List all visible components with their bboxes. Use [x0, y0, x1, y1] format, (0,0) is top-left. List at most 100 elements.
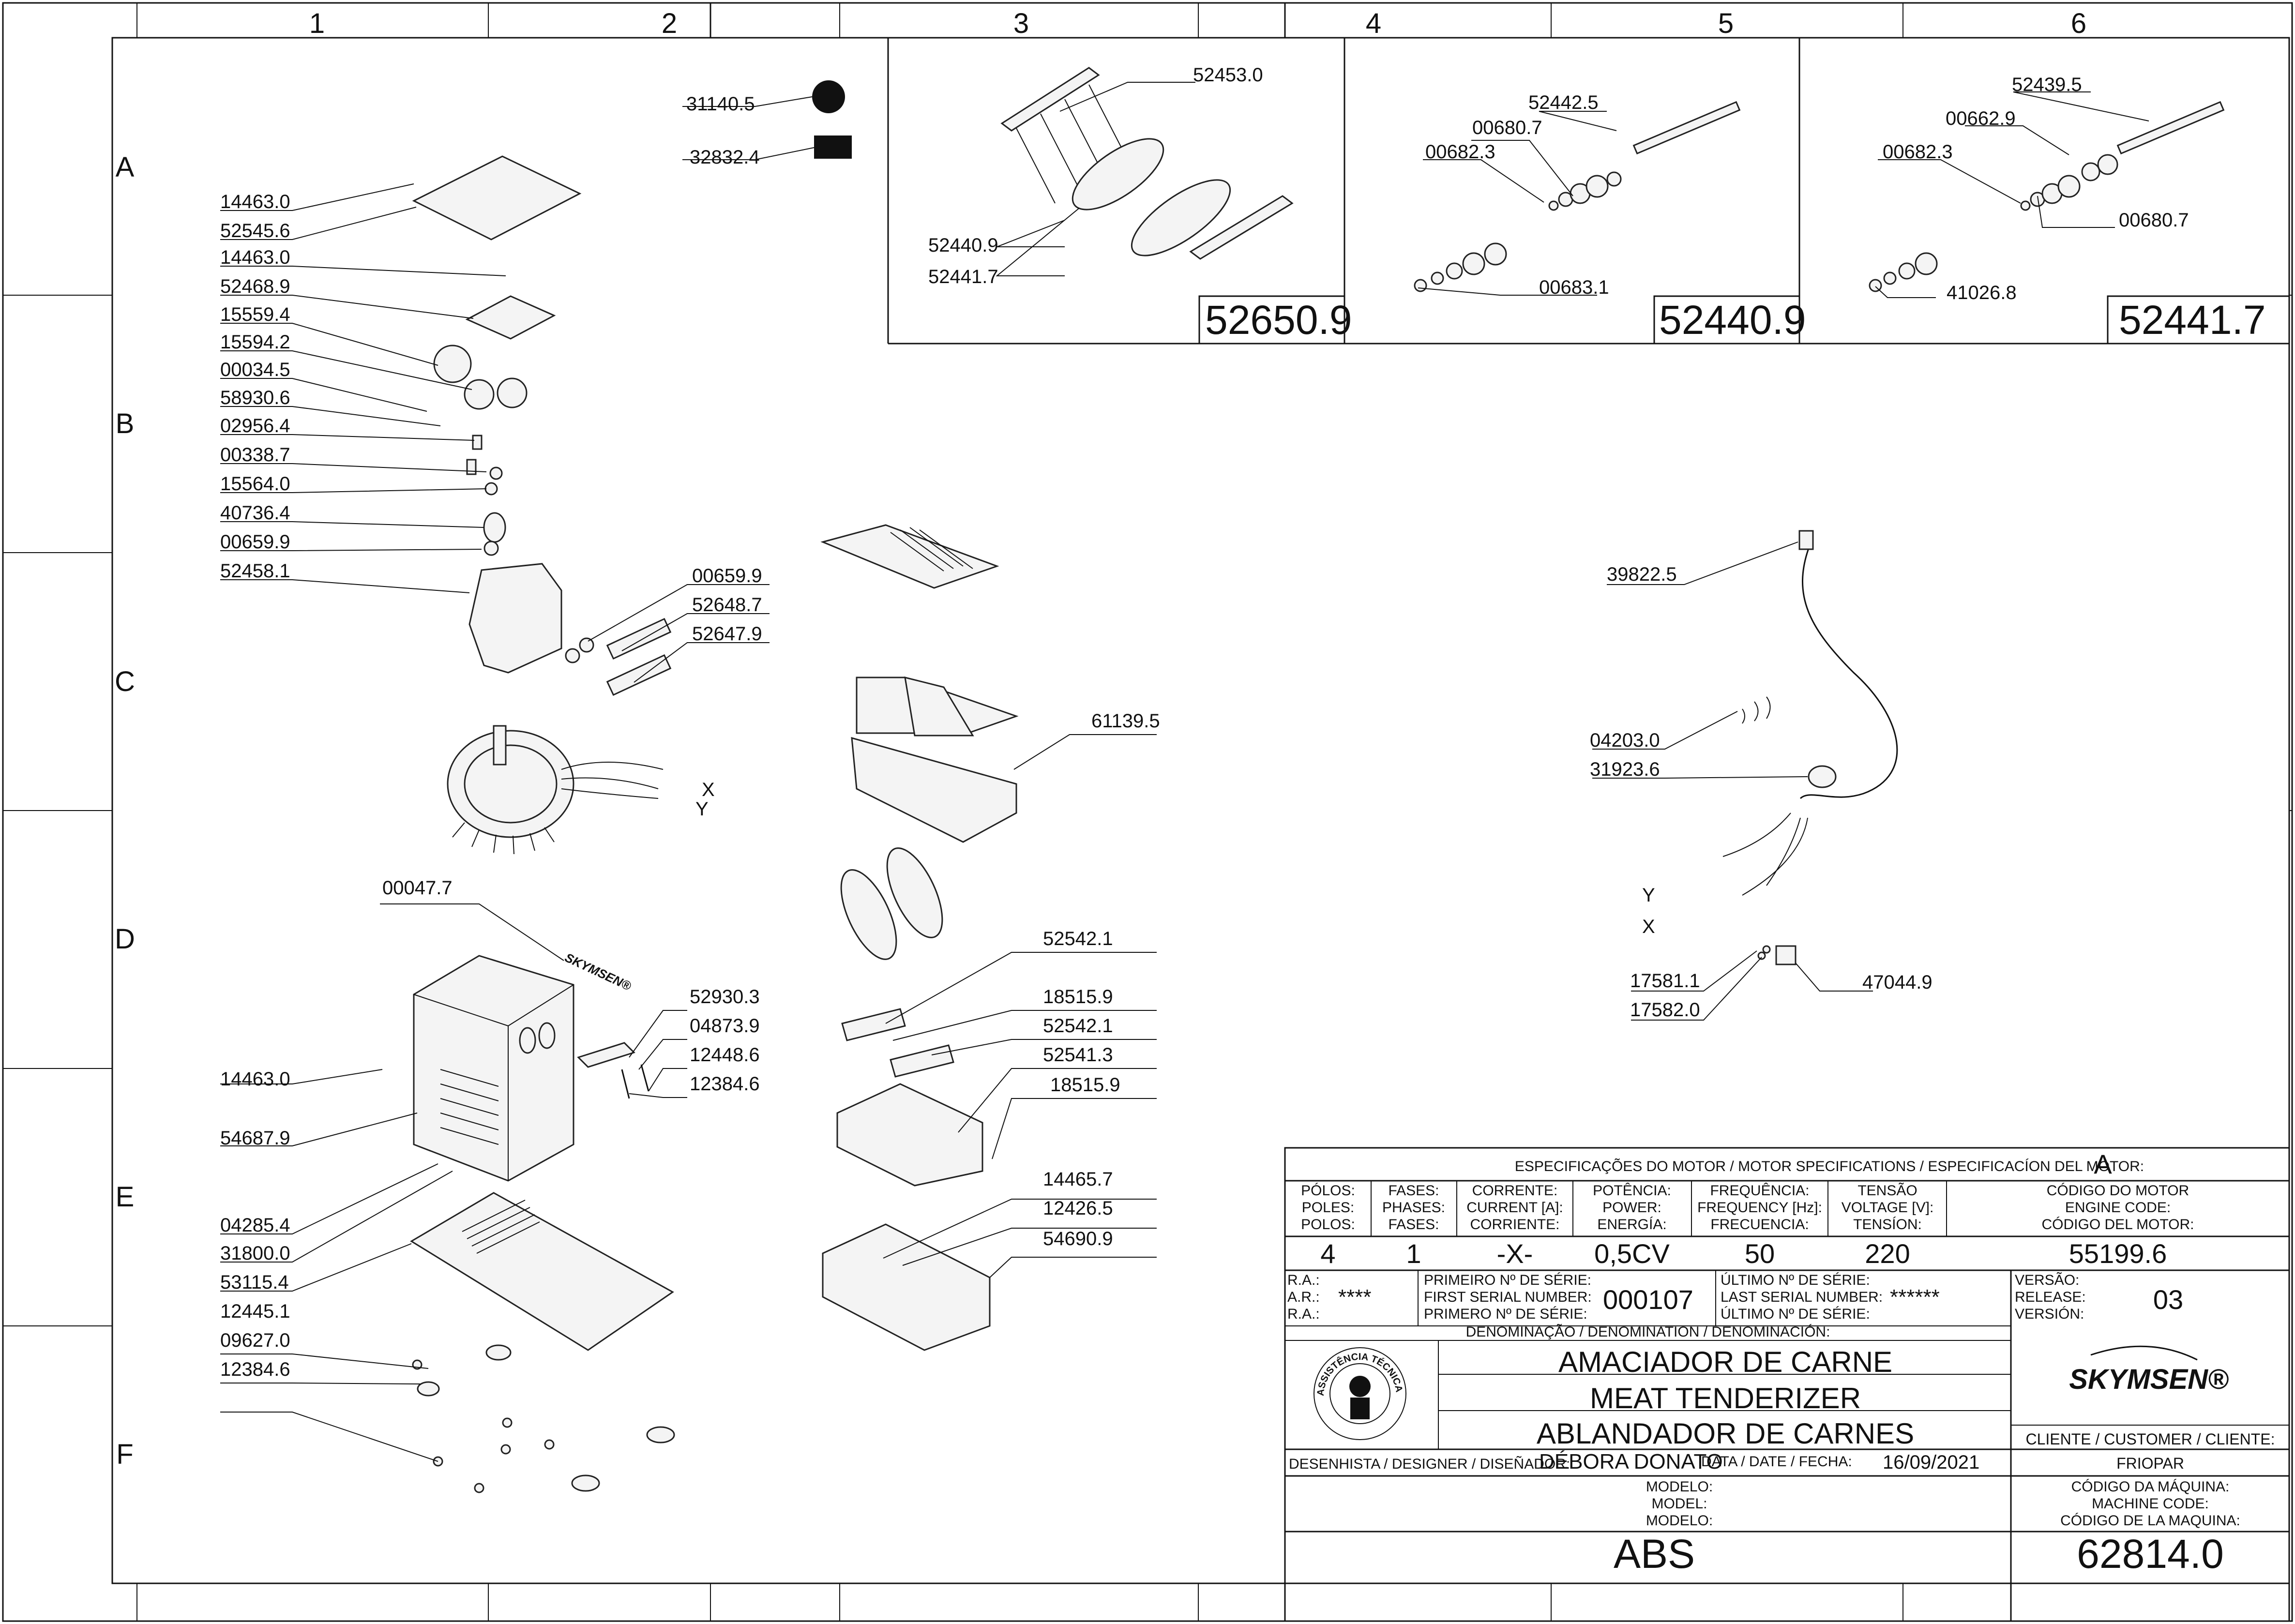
- callout-label: 15559.4: [220, 304, 290, 325]
- callout-label: 40736.4: [220, 502, 290, 524]
- top-plate: [412, 155, 582, 241]
- callout-label: 14463.0: [220, 247, 290, 268]
- svg-text:TENSÍON:: TENSÍON:: [1853, 1217, 1922, 1233]
- svg-text:PHASES:: PHASES:: [1382, 1200, 1445, 1216]
- grid-col-1: 1: [309, 8, 325, 39]
- svg-text:POWER:: POWER:: [1602, 1200, 1661, 1216]
- callout-label: 52541.3: [1043, 1044, 1113, 1066]
- svg-text:PRIMEIRO Nº DE SÉRIE:: PRIMEIRO Nº DE SÉRIE:: [1424, 1272, 1591, 1288]
- callout-label: 17582.0: [1630, 999, 1700, 1021]
- tray-1: [851, 737, 1017, 843]
- comb-and-rollers: [820, 524, 1019, 1351]
- svg-text:CORRIENTE:: CORRIENTE:: [1470, 1217, 1559, 1233]
- inset-panels: [887, 38, 2290, 345]
- svg-text:CORRENTE:: CORRENTE:: [1472, 1183, 1558, 1199]
- roller-a: [840, 869, 897, 960]
- roller-b: [886, 847, 943, 938]
- button-cap-icon: [812, 80, 845, 113]
- name-es: ABLANDADOR DE CARNES: [1537, 1417, 1914, 1450]
- inset-code: 52650.9: [1205, 297, 1352, 343]
- callout-label: 18515.9: [1043, 986, 1113, 1007]
- grid-row-e: E: [116, 1181, 135, 1213]
- svg-text:VERSÃO:: VERSÃO:: [2015, 1272, 2079, 1288]
- svg-text:FREQUENCY [Hz]:: FREQUENCY [Hz]:: [1697, 1200, 1822, 1216]
- value-engine-code: 55199.6: [2069, 1238, 2167, 1269]
- grid-row-f: F: [116, 1439, 133, 1470]
- grid-col-4: 4: [1366, 8, 1381, 39]
- inset-label: 41026.8: [1947, 282, 2017, 303]
- designer-label: DESENHISTA / DESIGNER / DISEÑADOR:: [1289, 1456, 1570, 1472]
- svg-text:ENERGÍA:: ENERGÍA:: [1597, 1217, 1666, 1233]
- svg-text:POLOS:: POLOS:: [1301, 1217, 1355, 1233]
- callout-label: 12384.6: [220, 1359, 290, 1380]
- seal-outer: [1314, 1347, 1406, 1440]
- housing-assembly: SKYMSEN®: [410, 950, 675, 1493]
- callout-label: 52930.3: [690, 986, 760, 1007]
- svg-text:POTÊNCIA:: POTÊNCIA:: [1593, 1183, 1671, 1199]
- callout-label: 04873.9: [690, 1015, 760, 1037]
- axis-label: X: [1642, 916, 1655, 937]
- name-en: MEAT TENDERIZER: [1590, 1382, 1861, 1414]
- svg-text:A.R.:: A.R.:: [1287, 1289, 1320, 1305]
- grid-col-6: 6: [2071, 8, 2086, 39]
- gland: [1808, 765, 1837, 788]
- svg-text:FRECUENCIA:: FRECUENCIA:: [1710, 1217, 1809, 1233]
- value-frequency: 50: [1745, 1238, 1775, 1269]
- callout-label: 12426.5: [1043, 1198, 1113, 1219]
- callout-label: 12445.1: [220, 1301, 290, 1322]
- callout-label: 00338.7: [220, 444, 290, 466]
- name-pt: AMACIADOR DE CARNE: [1558, 1346, 1892, 1378]
- callout-label: 14465.7: [1043, 1169, 1113, 1190]
- date-value: 16/09/2021: [1883, 1452, 1979, 1473]
- inset-label: 52441.7: [928, 266, 998, 287]
- inset-label: 52440.9: [928, 235, 998, 256]
- inset-label: 00662.9: [1946, 108, 2016, 129]
- value-power: 0,5CV: [1594, 1238, 1670, 1269]
- grid-row-a: A: [116, 151, 135, 183]
- support-frame: [836, 1083, 983, 1187]
- svg-text:LAST SERIAL NUMBER:: LAST SERIAL NUMBER:: [1721, 1289, 1883, 1305]
- svg-text:CÓDIGO DO MOTOR: CÓDIGO DO MOTOR: [2047, 1183, 2189, 1199]
- svg-text:CÓDIGO DE LA MAQUINA:: CÓDIGO DE LA MAQUINA:: [2060, 1513, 2240, 1529]
- grid-row-d: D: [115, 923, 135, 955]
- grid-ticks: [3, 3, 2292, 1621]
- callout-label: 39822.5: [1607, 564, 1677, 585]
- callout-label: 00034.5: [220, 359, 290, 380]
- cabinet: [413, 955, 574, 1182]
- version-value: 03: [2153, 1284, 2183, 1315]
- machine-code-value: 62814.0: [2077, 1531, 2224, 1577]
- inset-label: 00682.3: [1883, 141, 1953, 163]
- model-value: ABS: [1614, 1531, 1695, 1577]
- connector: [1798, 530, 1814, 550]
- callout-label: 02956.4: [220, 415, 290, 436]
- callout-label: 04285.4: [220, 1215, 290, 1236]
- value-current: -X-: [1497, 1238, 1533, 1269]
- inset-label: 00680.7: [1472, 117, 1542, 138]
- date-label: DATA / DATE / FECHA:: [1701, 1454, 1852, 1470]
- gear-small-1: [464, 379, 495, 410]
- ra-value: ****: [1338, 1285, 1372, 1309]
- inset-code: 52440.9: [1659, 297, 1806, 343]
- callout-label: 52458.1: [220, 560, 290, 582]
- first-serial: 000107: [1603, 1284, 1693, 1315]
- callout-label: 47044.9: [1862, 972, 1933, 993]
- last-serial: ******: [1890, 1285, 1940, 1309]
- value-phases: 1: [1406, 1238, 1421, 1269]
- callout-label: 18515.9: [1050, 1074, 1120, 1096]
- callout-label: 31923.6: [1590, 759, 1660, 780]
- callout-label: 14463.0: [220, 1068, 290, 1090]
- denomination-label: DENOMINAÇÃO / DENOMINATION / DENOMINACIÓ…: [1466, 1323, 1830, 1340]
- grid-row-b: B: [116, 408, 135, 439]
- svg-text:MODEL:: MODEL:: [1651, 1496, 1707, 1512]
- grid-col-3: 3: [1013, 8, 1029, 39]
- axis-label: Y: [695, 798, 709, 820]
- motor-letter: A: [2094, 1149, 2112, 1179]
- svg-text:FASES:: FASES:: [1388, 1217, 1439, 1233]
- callout-label: 54687.9: [220, 1128, 290, 1149]
- svg-text:CÓDIGO DA MÁQUINA:: CÓDIGO DA MÁQUINA:: [2071, 1479, 2230, 1495]
- comb-1: [820, 524, 999, 589]
- svg-text:VERSIÓN:: VERSIÓN:: [2015, 1306, 2084, 1322]
- callout-label: 31800.0: [220, 1243, 290, 1264]
